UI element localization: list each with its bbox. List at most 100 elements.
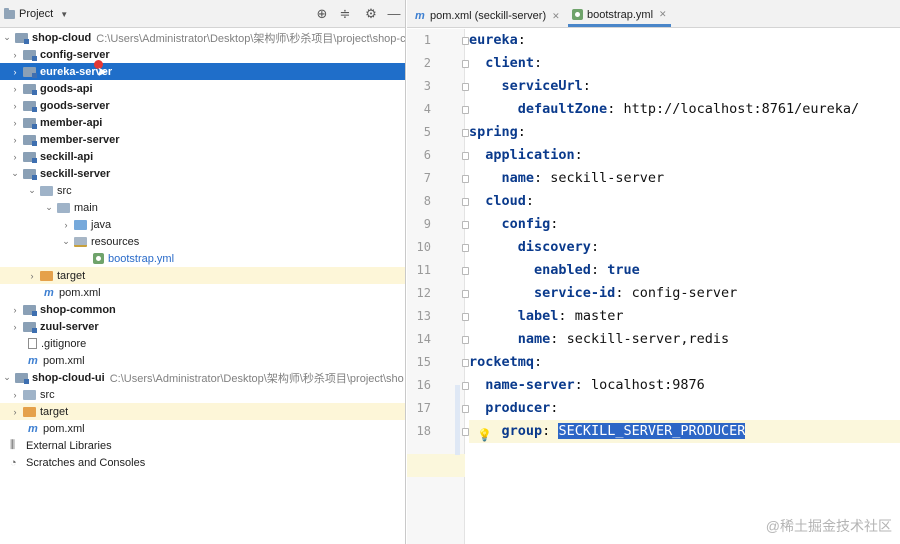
close-icon[interactable]: ✕ xyxy=(552,10,560,21)
fold-marker-icon[interactable] xyxy=(462,267,469,275)
tree-item-member-server[interactable]: › member-server xyxy=(0,131,405,148)
code-line[interactable]: rocketmq: xyxy=(469,351,900,374)
code-line[interactable]: producer: xyxy=(469,397,900,420)
fold-marker-icon[interactable] xyxy=(462,198,469,206)
code-line[interactable]: config: xyxy=(469,213,900,236)
fold-marker-icon[interactable] xyxy=(462,336,469,344)
tree-item-main[interactable]: ⌄ main xyxy=(0,199,405,216)
code-line[interactable]: client: xyxy=(469,52,900,75)
fold-marker-icon[interactable] xyxy=(462,405,469,413)
hide-icon[interactable]: — xyxy=(387,6,401,21)
code-line[interactable]: name-server: localhost:9876 xyxy=(469,374,900,397)
yaml-value: seckill-server xyxy=(542,170,665,186)
line-number: 15 xyxy=(416,355,431,369)
tree-item-bootstrap-yml[interactable]: bootstrap.yml xyxy=(0,250,405,267)
fold-marker-icon[interactable] xyxy=(462,221,469,229)
fold-marker-icon[interactable] xyxy=(462,106,469,114)
fold-marker-icon[interactable] xyxy=(462,83,469,91)
lightbulb-icon[interactable]: 💡 xyxy=(477,428,492,442)
code-line[interactable]: enabled: true xyxy=(469,259,900,282)
code-line[interactable]: cloud: xyxy=(469,190,900,213)
collapse-all-icon[interactable]: ≑ xyxy=(339,6,351,21)
tree-item-seckill-api[interactable]: › seckill-api xyxy=(0,148,405,165)
chevron-right-icon[interactable]: › xyxy=(13,66,17,77)
tree-item-pom-xml[interactable]: m pom.xml xyxy=(0,420,405,437)
chevron-right-icon[interactable]: › xyxy=(13,100,17,111)
yaml-separator: : xyxy=(590,262,600,278)
tree-item-goods-server[interactable]: › goods-server xyxy=(0,97,405,114)
tree-item-goods-api[interactable]: › goods-api xyxy=(0,80,405,97)
project-view-dropdown[interactable]: Project ▼ xyxy=(4,7,68,20)
tree-item-java[interactable]: › java xyxy=(0,216,405,233)
chevron-down-icon[interactable]: ⌄ xyxy=(45,202,53,212)
fold-marker-icon[interactable] xyxy=(462,313,469,321)
fold-marker-icon[interactable] xyxy=(462,290,469,298)
tree-item-path: C:\Users\Administrator\Desktop\架构师\秒杀项目\… xyxy=(96,32,406,45)
fold-marker-icon[interactable] xyxy=(462,60,469,68)
chevron-right-icon[interactable]: › xyxy=(64,219,68,230)
code-line[interactable]: eureka: xyxy=(469,29,900,52)
excluded-folder-icon xyxy=(40,270,53,281)
fold-marker-icon[interactable] xyxy=(462,244,469,252)
chevron-down-icon[interactable]: ⌄ xyxy=(62,236,70,246)
tree-item-src[interactable]: › src xyxy=(0,386,405,403)
fold-marker-icon[interactable] xyxy=(462,359,469,367)
code-line[interactable]: application: xyxy=(469,144,900,167)
chevron-right-icon[interactable]: › xyxy=(13,134,17,145)
chevron-right-icon[interactable]: › xyxy=(13,304,17,315)
fold-marker-icon[interactable] xyxy=(462,129,469,137)
tree-item-scratches[interactable]: ◔ Scratches and Consoles xyxy=(0,454,405,471)
code-line[interactable]: label: master xyxy=(469,305,900,328)
tree-item-target[interactable]: › target xyxy=(0,267,405,284)
code-line[interactable]: name: seckill-server xyxy=(469,167,900,190)
code-line[interactable]: defaultZone: http://localhost:8761/eurek… xyxy=(469,98,900,121)
code-line-current[interactable]: 💡 group: SECKILL_SERVER_PRODUCER xyxy=(469,420,900,443)
tab-bootstrap-yml[interactable]: bootstrap.yml ✕ xyxy=(568,5,671,27)
tree-item-seckill-server[interactable]: ⌄ seckill-server xyxy=(0,165,405,182)
tree-item-config-server[interactable]: › config-server xyxy=(0,46,405,63)
tree-item-gitignore[interactable]: .gitignore xyxy=(0,335,405,352)
tree-item-pom-xml[interactable]: m pom.xml xyxy=(0,284,405,301)
tree-item-member-api[interactable]: › member-api xyxy=(0,114,405,131)
chevron-right-icon[interactable]: › xyxy=(13,83,17,94)
gear-icon[interactable]: ⚙ xyxy=(365,6,377,21)
tree-item-external-libraries[interactable]: ⫼ External Libraries xyxy=(0,437,405,454)
fold-marker-icon[interactable] xyxy=(462,382,469,390)
module-folder-icon xyxy=(23,321,37,333)
fold-marker-icon[interactable] xyxy=(462,152,469,160)
chevron-right-icon[interactable]: › xyxy=(13,117,17,128)
locate-icon[interactable]: ⊕ xyxy=(316,6,328,21)
code-line[interactable]: service-id: config-server xyxy=(469,282,900,305)
code-line[interactable]: serviceUrl: xyxy=(469,75,900,98)
fold-marker-icon[interactable] xyxy=(462,175,469,183)
yaml-key: client xyxy=(485,55,535,71)
caret-line-gutter xyxy=(407,454,465,477)
chevron-down-icon[interactable]: ⌄ xyxy=(11,168,19,178)
chevron-right-icon[interactable]: › xyxy=(13,151,17,162)
tree-item-shop-cloud[interactable]: ⌄ shop-cloud C:\Users\Administrator\Desk… xyxy=(0,29,406,46)
chevron-right-icon[interactable]: › xyxy=(13,49,17,60)
chevron-right-icon[interactable]: › xyxy=(13,321,17,332)
tree-item-eureka-server[interactable]: › eureka-server xyxy=(0,63,405,80)
chevron-down-icon[interactable]: ⌄ xyxy=(3,32,11,42)
tree-item-label: target xyxy=(40,405,69,418)
code-line[interactable]: discovery: xyxy=(469,236,900,259)
close-icon[interactable]: ✕ xyxy=(659,9,667,19)
chevron-down-icon[interactable]: ⌄ xyxy=(3,372,11,382)
tree-item-resources[interactable]: ⌄ resources xyxy=(0,233,405,250)
tree-item-target[interactable]: › target xyxy=(0,403,405,420)
code-line[interactable]: name: seckill-server,redis xyxy=(469,328,900,351)
tree-item-zuul-server[interactable]: › zuul-server xyxy=(0,318,405,335)
code-line[interactable]: spring: xyxy=(469,121,900,144)
fold-marker-icon[interactable] xyxy=(462,37,469,45)
tree-item-pom-xml[interactable]: m pom.xml xyxy=(0,352,405,369)
tree-item-shop-cloud-ui[interactable]: ⌄ shop-cloud-ui C:\Users\Administrator\D… xyxy=(0,369,405,386)
fold-marker-icon[interactable] xyxy=(462,428,469,436)
tree-item-shop-common[interactable]: › shop-common xyxy=(0,301,405,318)
chevron-right-icon[interactable]: › xyxy=(13,406,17,417)
tree-item-src[interactable]: ⌄ src xyxy=(0,182,405,199)
chevron-right-icon[interactable]: › xyxy=(30,270,34,281)
tab-pom-xml[interactable]: m pom.xml (seckill-server) ✕ xyxy=(411,5,564,27)
chevron-right-icon[interactable]: › xyxy=(13,389,17,400)
chevron-down-icon[interactable]: ⌄ xyxy=(28,185,36,195)
